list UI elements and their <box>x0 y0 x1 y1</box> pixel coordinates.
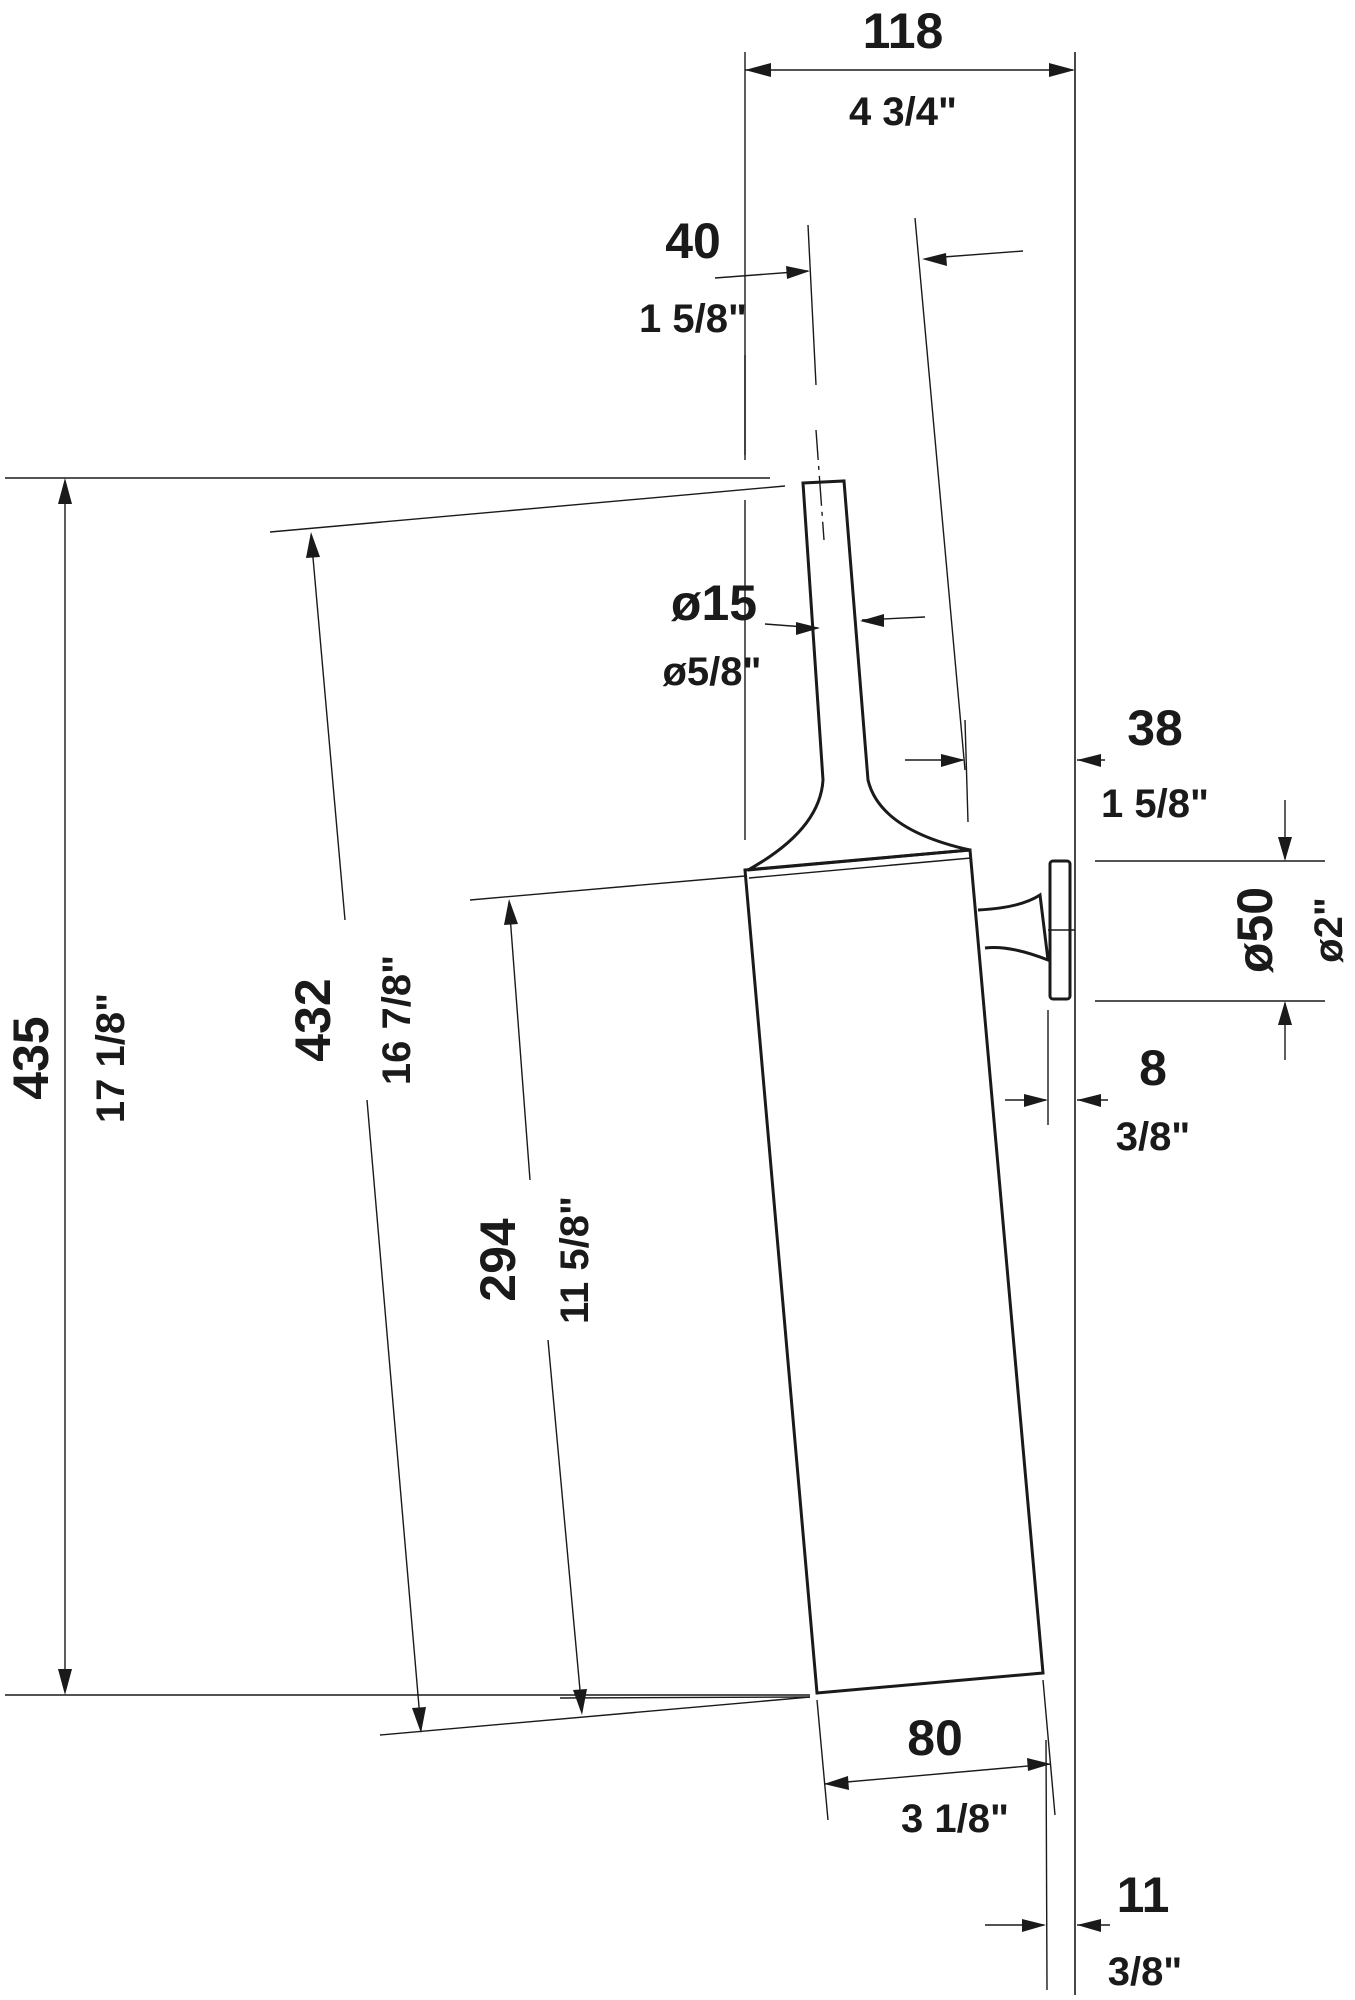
dim-rosette-depth-inch: 3/8" <box>1116 1115 1191 1159</box>
dim-brush-length-inch: 16 7/8" <box>375 955 419 1085</box>
dim-total-height-mm: 435 <box>3 1016 59 1099</box>
dim-holder-height-inch: 11 5/8" <box>553 1196 597 1324</box>
holder-body <box>743 848 1045 1695</box>
dim-holder-height-mm: 294 <box>470 1218 526 1302</box>
dim-handle-offset-inch: 1 5/8" <box>639 297 747 341</box>
product-outline <box>743 52 1076 1995</box>
dimension-lines <box>5 52 1325 1991</box>
dim-wall-offset-mm: 38 <box>1127 700 1183 756</box>
dim-brush-length-mm: 432 <box>285 978 341 1061</box>
dim-handle-diameter-inch: ø5/8" <box>662 650 761 694</box>
dim-total-height-inch: 17 1/8" <box>89 993 133 1123</box>
dim-rosette-diameter-mm: ø50 <box>1227 887 1283 973</box>
dim-holder-width-mm: 80 <box>907 1710 963 1766</box>
dim-handle-diameter-mm: ø15 <box>671 575 757 631</box>
dim-wall-offset-inch: 1 5/8" <box>1101 782 1209 826</box>
dimension-labels: 118 4 3/4" 40 1 5/8" ø15 ø5/8" 38 1 5/8"… <box>3 3 1351 1994</box>
dim-base-offset-inch: 3/8" <box>1108 1950 1183 1994</box>
handle-centerline <box>815 429 825 541</box>
dim-base-offset-mm: 11 <box>1117 1867 1170 1923</box>
brush-handle <box>747 479 971 872</box>
dim-rosette-diameter-inch: ø2" <box>1307 897 1351 963</box>
holder-lid-line <box>748 857 972 879</box>
dim-total-width-mm: 118 <box>863 3 944 59</box>
wall-bracket-arm <box>977 892 1050 963</box>
dim-total-width-inch: 4 3/4" <box>849 90 957 134</box>
dim-holder-width-inch: 3 1/8" <box>901 1797 1009 1841</box>
dim-handle-offset-mm: 40 <box>665 213 721 269</box>
dim-rosette-depth-mm: 8 <box>1139 1040 1167 1096</box>
